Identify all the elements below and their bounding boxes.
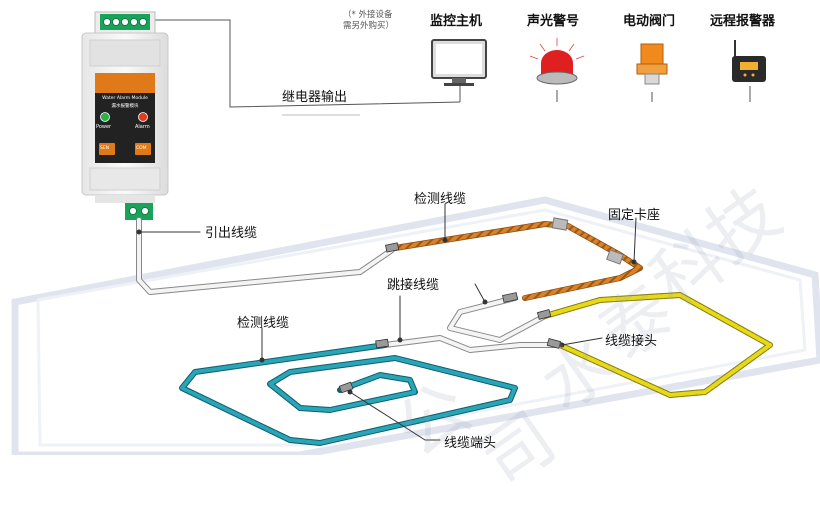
lead-cable-label: 引出线缆 bbox=[205, 226, 258, 241]
teal-sense-cable bbox=[179, 342, 518, 446]
lead-cable-path bbox=[136, 217, 395, 295]
note-line-2: 需另外购买） bbox=[343, 21, 395, 31]
alarm-led bbox=[138, 112, 148, 122]
sen-button-label: SEN bbox=[100, 146, 110, 151]
connectors bbox=[338, 242, 561, 394]
siren-icon bbox=[529, 38, 585, 85]
module-subtitle: 漏水报警模块 bbox=[111, 104, 139, 109]
com-button-label: COM bbox=[136, 146, 147, 151]
power-led-label: Power bbox=[96, 124, 112, 130]
valve-label: 电动阀门 bbox=[623, 14, 676, 29]
remote-alarm-label: 远程报警器 bbox=[710, 14, 776, 29]
relay-output-label: 继电器输出 bbox=[282, 90, 348, 105]
sense-cable-left-label: 检测线缆 bbox=[237, 316, 290, 331]
sense-cable-top-label: 检测线缆 bbox=[414, 192, 467, 207]
monitor-icon bbox=[431, 39, 487, 86]
jumper-cable bbox=[382, 295, 558, 353]
floor-plane bbox=[11, 196, 820, 455]
monitor-label: 监控主机 bbox=[430, 14, 483, 29]
fixing-seat-1 bbox=[551, 217, 569, 231]
fixing-seat-label: 固定卡座 bbox=[608, 208, 661, 223]
note-line-1: （* 外接设备 bbox=[343, 10, 393, 20]
water-alarm-module bbox=[81, 11, 169, 220]
remote-alarm-icon bbox=[732, 40, 766, 82]
relay-output-wires bbox=[150, 19, 751, 116]
yellow-sense-cable bbox=[542, 292, 773, 398]
power-led bbox=[100, 112, 110, 122]
external-device-note: （* 外接设备 需另外购买） bbox=[343, 10, 394, 32]
diagram-canvas bbox=[11, 11, 820, 455]
valve-icon bbox=[636, 43, 668, 85]
alarm-led-label: Alarm bbox=[135, 124, 150, 130]
com-button bbox=[135, 143, 151, 155]
leak-detection-diagram: 水 泰 科 技 公 司 Water Alarm Module 漏水报警模块 Po… bbox=[11, 10, 820, 504]
module-title: Water Alarm Module bbox=[102, 96, 148, 101]
siren-label: 声光警号 bbox=[527, 14, 580, 29]
cables bbox=[136, 203, 773, 446]
cable-end-label: 线缆端头 bbox=[444, 436, 497, 451]
fixing-seat-2 bbox=[606, 249, 624, 265]
sen-button bbox=[99, 143, 115, 155]
cable-connector-label: 线缆接头 bbox=[605, 334, 658, 349]
jumper-cable-label: 跳接线缆 bbox=[387, 278, 440, 293]
